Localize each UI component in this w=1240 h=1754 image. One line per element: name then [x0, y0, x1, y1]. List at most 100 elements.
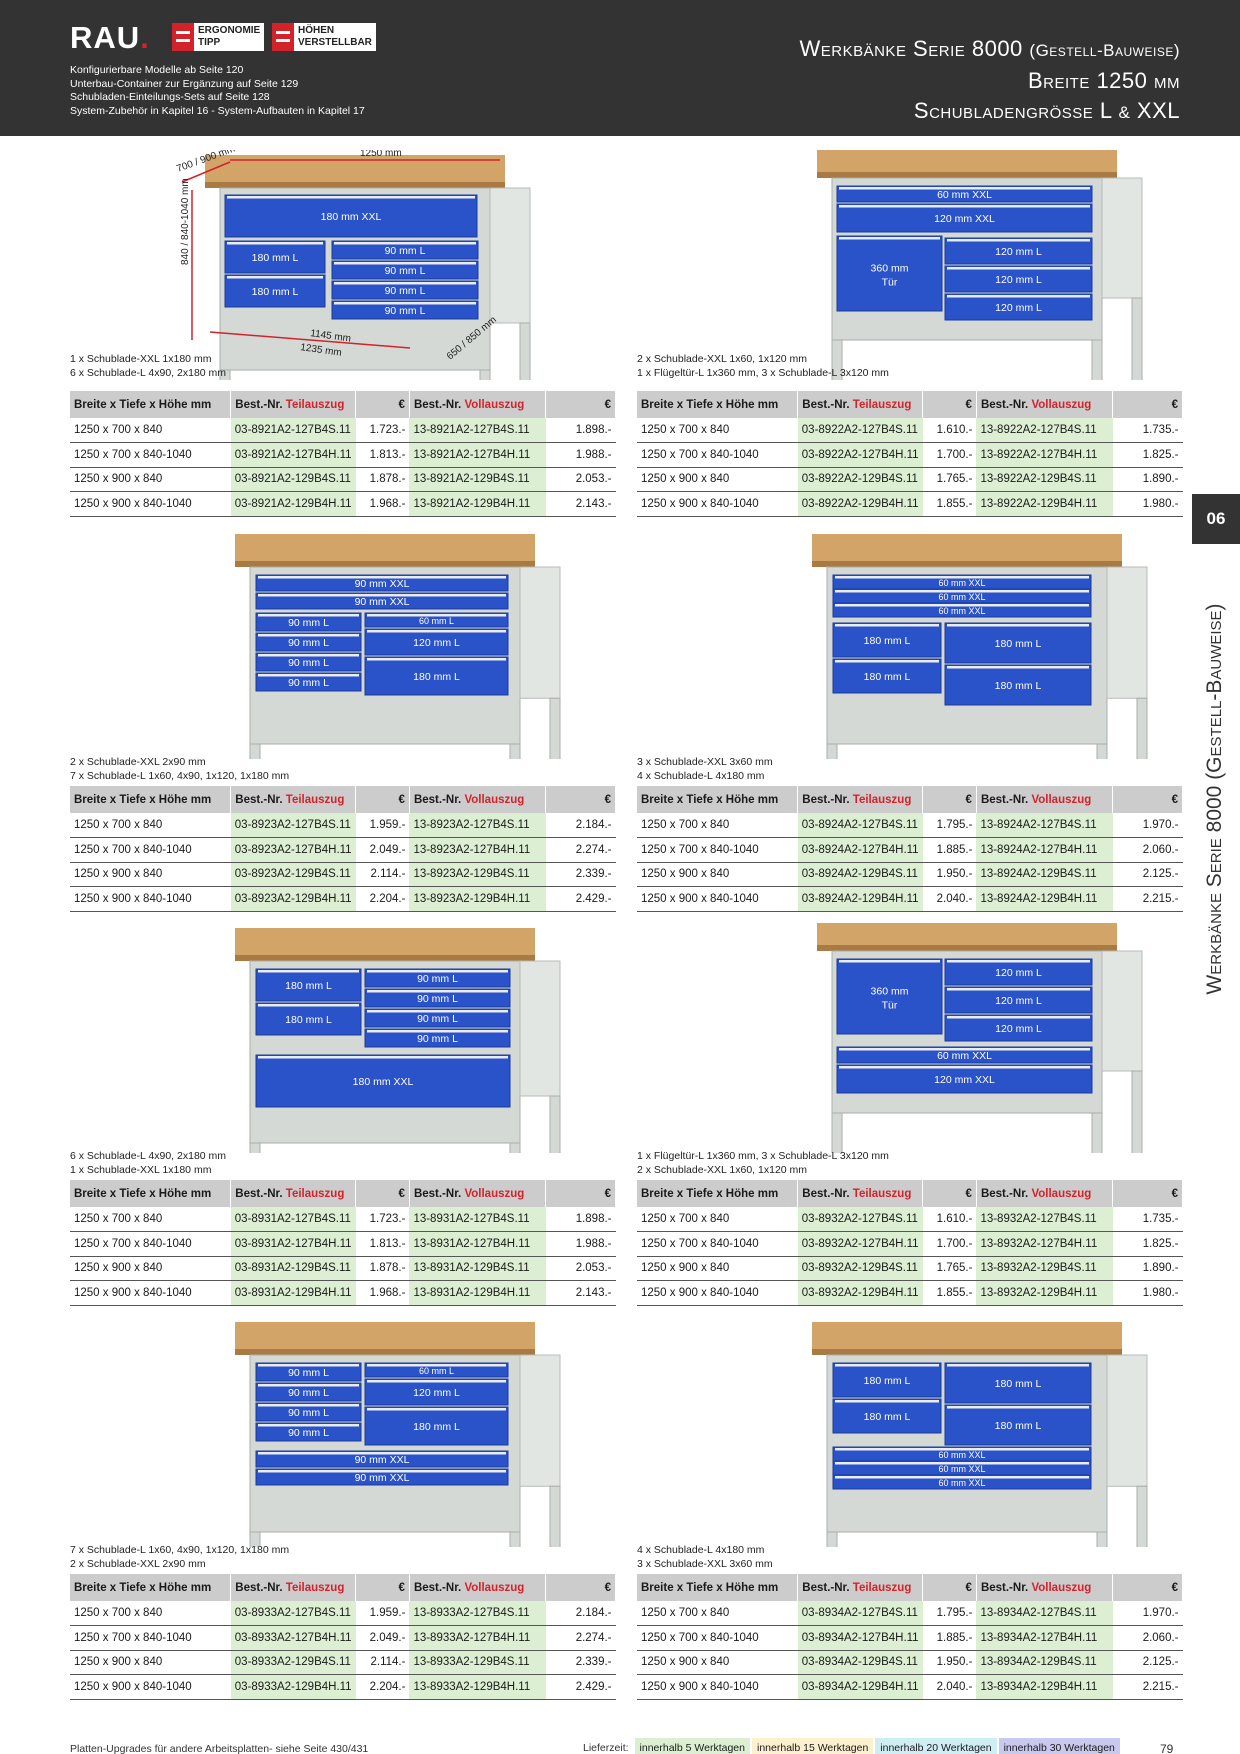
cell-price-voll: 2.184.- [545, 1601, 616, 1626]
cell-price-voll: 2.060.- [1112, 837, 1183, 863]
drawer-front [255, 1468, 509, 1486]
cell-article-voll: 13-8934A2-127B4H.11 [976, 1625, 1113, 1651]
col-price-voll: € [1112, 786, 1183, 813]
cell-size: 1250 x 900 x 840-1040 [70, 1674, 231, 1700]
leg [1131, 297, 1143, 380]
col-price-voll: € [1112, 1180, 1183, 1207]
drawer-label: 120 mm L [995, 995, 1042, 1007]
dimension-label: 1250 mm [360, 150, 402, 159]
door-label: 360 mm [871, 263, 909, 275]
cell-price-voll: 1.980.- [1112, 491, 1183, 517]
cell-article-teil: 03-8931A2-127B4H.11 [230, 1231, 356, 1257]
cell-price-voll: 2.215.- [1112, 1674, 1183, 1700]
drawer-front [255, 968, 362, 1002]
cell-article-voll: 13-8931A2-127B4S.11 [409, 1207, 546, 1232]
height-adjust-icon [272, 23, 294, 51]
cell-article-voll: 13-8922A2-129B4H.11 [976, 491, 1113, 517]
cell-article-teil: 03-8923A2-127B4S.11 [230, 813, 356, 838]
drawer-label: 90 mm L [417, 973, 458, 985]
drawer-label: 120 mm L [413, 637, 460, 649]
drawer-label: 180 mm L [864, 635, 911, 647]
drawer-label: 180 mm L [995, 1378, 1042, 1390]
cell-article-teil: 03-8931A2-127B4S.11 [230, 1207, 356, 1232]
drawer-label: 90 mm XXL [355, 1472, 410, 1484]
drawer-front [832, 1398, 942, 1434]
cell-size: 1250 x 700 x 840-1040 [637, 1625, 798, 1651]
leg [249, 1531, 261, 1547]
cell-size: 1250 x 700 x 840-1040 [70, 837, 231, 863]
cell-article-teil: 03-8921A2-127B4S.11 [230, 418, 356, 443]
worktop [235, 534, 535, 564]
cell-price-teil: 1.959.- [355, 1601, 410, 1626]
col-article-voll: Best.-Nr. Vollauszug [409, 1574, 547, 1601]
drawer-label: 90 mm L [288, 617, 329, 629]
cell-price-voll: 1.825.- [1112, 442, 1183, 468]
drawer-handle [835, 604, 1089, 607]
cell-article-teil: 03-8934A2-129B4H.11 [797, 1674, 923, 1700]
drawer-handle [947, 239, 1090, 242]
cell-price-teil: 1.765.- [922, 1256, 977, 1281]
leg [1091, 339, 1103, 380]
drawer-label: 90 mm L [288, 1427, 329, 1439]
drawer-handle [947, 1406, 1089, 1409]
drawer-front [255, 672, 362, 692]
drawer-handle [367, 1364, 506, 1367]
cell-price-voll: 1.890.- [1112, 467, 1183, 492]
cell-price-teil: 1.885.- [922, 1625, 977, 1651]
col-dimensions: Breite x Tiefe x Höhe mm [70, 786, 232, 813]
drawer-front [944, 622, 1092, 664]
cell-article-teil: 03-8923A2-129B4H.11 [230, 886, 356, 912]
cell-price-voll: 1.735.- [1112, 418, 1183, 443]
side-panel [1101, 950, 1143, 1072]
drawer-handle [258, 594, 506, 597]
chapter-tab: 06 [1192, 494, 1240, 544]
cell-article-voll: 13-8931A2-129B4S.11 [409, 1256, 546, 1281]
cell-price-teil: 2.204.- [355, 1674, 410, 1700]
cell-article-voll: 13-8931A2-129B4H.11 [409, 1280, 546, 1306]
cell-price-teil: 1.878.- [355, 1256, 410, 1281]
cell-article-voll: 13-8924A2-127B4H.11 [976, 837, 1113, 863]
col-article-teil: Best.-Nr. Teilauszug [230, 391, 357, 418]
drawer-front [944, 664, 1092, 706]
cell-article-teil: 03-8924A2-127B4S.11 [797, 813, 923, 838]
col-price-teil: € [355, 1180, 410, 1207]
side-panel [519, 566, 561, 699]
col-price-voll: € [545, 391, 616, 418]
cell-article-teil: 03-8924A2-129B4H.11 [797, 886, 923, 912]
drawer-handle [835, 590, 1089, 593]
worktop [817, 150, 1117, 175]
drawer-label: 60 mm XXL [937, 1050, 992, 1062]
leg [509, 743, 521, 759]
drawer-handle [258, 576, 506, 579]
drawer-handle [947, 1364, 1089, 1367]
col-dimensions: Breite x Tiefe x Höhe mm [70, 391, 232, 418]
cell-price-teil: 1.813.- [355, 1231, 410, 1257]
cell-price-voll: 2.060.- [1112, 1625, 1183, 1651]
drawer-front [255, 592, 509, 610]
drawer-handle [947, 666, 1089, 669]
drawer-front [224, 194, 478, 238]
cell-size: 1250 x 900 x 840-1040 [70, 886, 231, 912]
drawer-label: 90 mm L [385, 265, 426, 277]
cell-price-voll: 2.053.- [545, 1256, 616, 1281]
cell-article-voll: 13-8923A2-129B4S.11 [409, 862, 546, 887]
drawer-label: 60 mm XXL [938, 1464, 985, 1474]
cell-article-teil: 03-8934A2-129B4S.11 [797, 1650, 923, 1675]
col-article-teil: Best.-Nr. Teilauszug [230, 1574, 357, 1601]
cell-price-teil: 1.765.- [922, 467, 977, 492]
drawer-label: 90 mm L [385, 305, 426, 317]
leg [519, 322, 531, 380]
cell-price-teil: 1.855.- [922, 491, 977, 517]
